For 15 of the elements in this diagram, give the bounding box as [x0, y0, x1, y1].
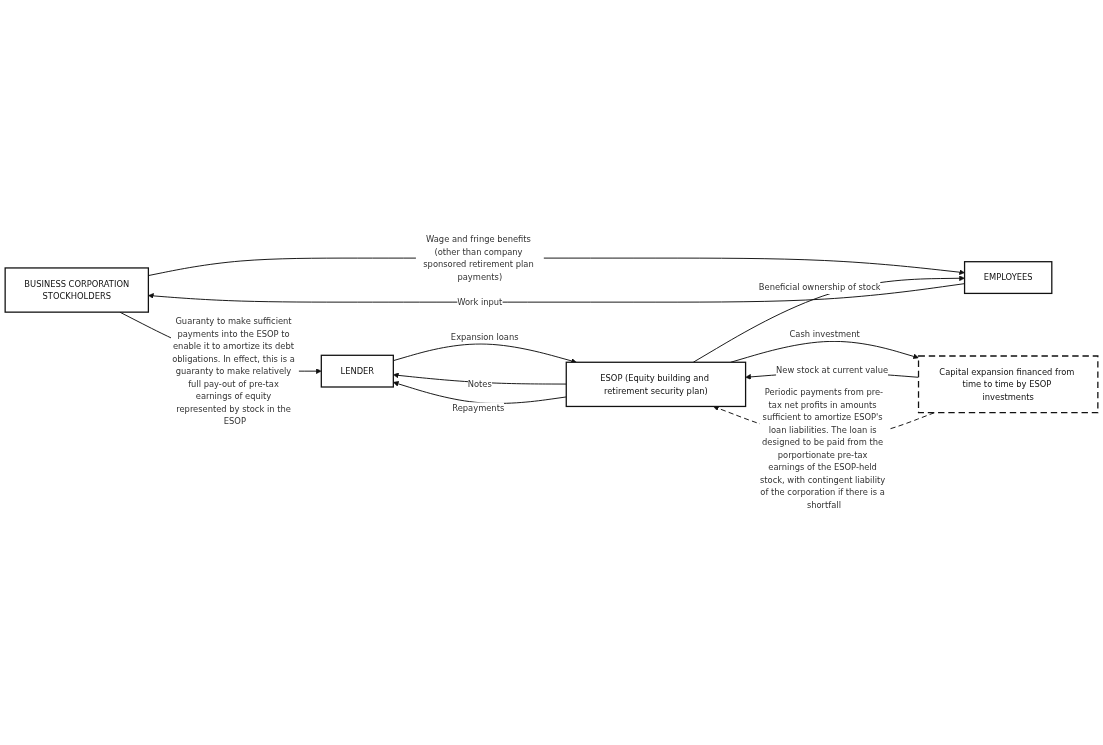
edge-label: Periodic payments from pre-tax net profits in amounts sufficient to amortize ESOP's loan liabilities. The loan is designed to be paid from the porportionate pre-tax earnings of the ESOP-held stock, with contingent liability of the corporation if there is a shortfall	[759, 387, 886, 510]
edge-label: Work input	[457, 297, 503, 308]
edge-label: Repayments	[452, 403, 505, 414]
node-box: EMPLOYEES	[963, 261, 1053, 295]
node-box: LENDER	[320, 354, 394, 388]
node-box: ESOP (Equity building and retirement security plan)	[565, 361, 747, 408]
edge-label: Guaranty to make sufficient payments into the ESOP to enable it to amortize its debt obligations. In effect, this is a guaranty to make relatively full pay-out of pre-tax earnings of equity represented by stock in the ESOP	[172, 316, 295, 427]
node-box: Capital expansion financed from time to time by ESOP investments	[917, 355, 1099, 414]
edge-label: Expansion loans	[450, 332, 519, 342]
edge-label: Beneficial ownership of stock	[758, 282, 881, 293]
edge-label: New stock at current value	[776, 365, 889, 376]
edge-label: Notes	[467, 379, 492, 389]
edge-label: Cash investment	[789, 329, 860, 340]
node-box: BUSINESS CORPORATION STOCKHOLDERS	[4, 267, 149, 314]
edge-label: Wage and fringe benefits (other than company sponsored retirement plan payments)	[423, 234, 534, 282]
